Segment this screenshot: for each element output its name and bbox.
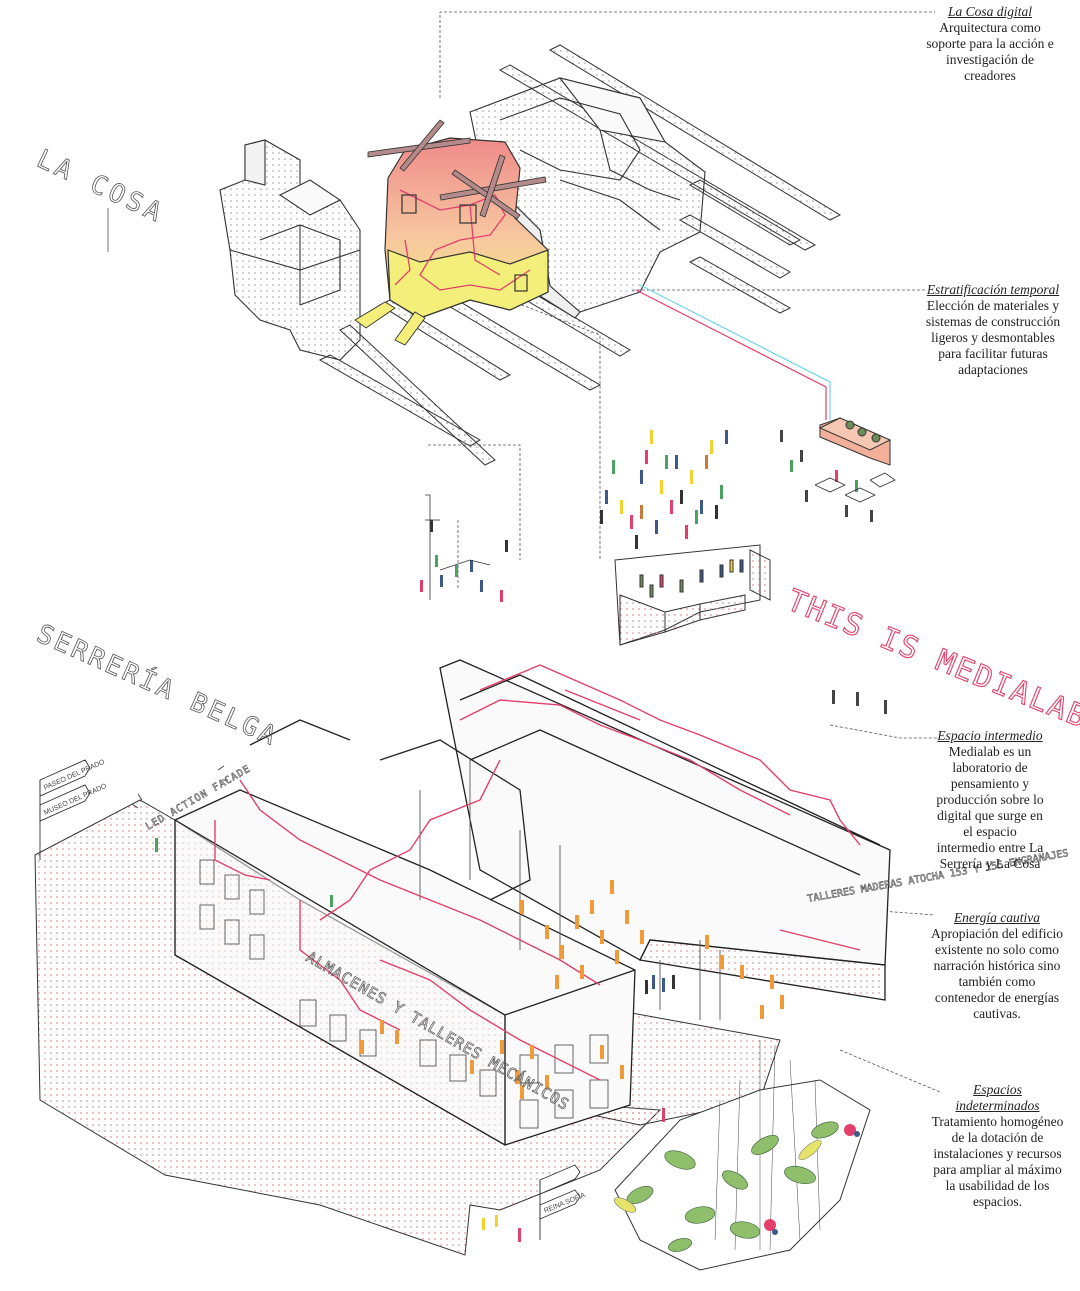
serreria-belga-sign: SERRERÍA BELGA — [32, 617, 284, 753]
exhibition-table — [818, 417, 892, 466]
annotation-title: Espacio intermedio — [937, 728, 1043, 743]
annotation-indeterminados: Espacios indeterminados Tratamiento homo… — [930, 1082, 1065, 1210]
stair — [354, 301, 426, 346]
garden — [614, 1040, 871, 1271]
annotation-estratificacion: Estratificación temporal Elección de mat… — [918, 282, 1068, 378]
annotation-title: La Cosa digital — [947, 4, 1033, 19]
serreria-building — [174, 659, 891, 1147]
this-is-medialab-sign: THIS IS MEDIALAB — [781, 582, 1080, 736]
annotation-body: Arquitectura como soporte para la acción… — [926, 20, 1054, 83]
annotation-title: Espacios indeterminados — [955, 1082, 1040, 1113]
annotation-body: Medialab es un laboratorio de pensamient… — [936, 744, 1044, 871]
people-top — [420, 430, 896, 602]
svg-text:SERRERÍA BELGA: SERRERÍA BELGA — [32, 617, 284, 752]
workshop-enclosure — [614, 544, 771, 646]
annotation-body: Apropiación del edificio existente no so… — [931, 926, 1063, 1021]
la-cosa-left-tower — [219, 139, 361, 361]
annotation-energia: Energía cautiva Apropiación del edificio… — [928, 910, 1066, 1022]
la-cosa-central-volume — [367, 119, 549, 319]
timber-sticks — [367, 119, 547, 220]
pink-installations — [214, 664, 861, 1081]
annotation-cosa-digital: La Cosa digital Arquitectura como soport… — [925, 4, 1055, 84]
orange-occupants — [360, 880, 784, 1099]
medialab-sign-text: THIS IS MEDIALAB — [782, 583, 1080, 736]
la-cosa-sign-text: LA COSA — [32, 144, 169, 229]
data-cables — [635, 284, 831, 420]
patio-people — [155, 838, 675, 1242]
front-windows — [199, 859, 609, 1129]
annotation-title: Energía cautiva — [953, 910, 1041, 925]
annotation-body: Tratamiento homogéneo de la dotación de … — [931, 1114, 1064, 1209]
pipes — [318, 44, 842, 466]
annotation-body: Elección de materiales y sistemas de con… — [925, 298, 1061, 377]
annotation-title: Estratificación temporal — [926, 282, 1060, 297]
la-cosa-sign: LA COSA — [32, 144, 170, 252]
annotation-intermedio: Espacio intermedio Medialab es un labora… — [935, 728, 1045, 872]
